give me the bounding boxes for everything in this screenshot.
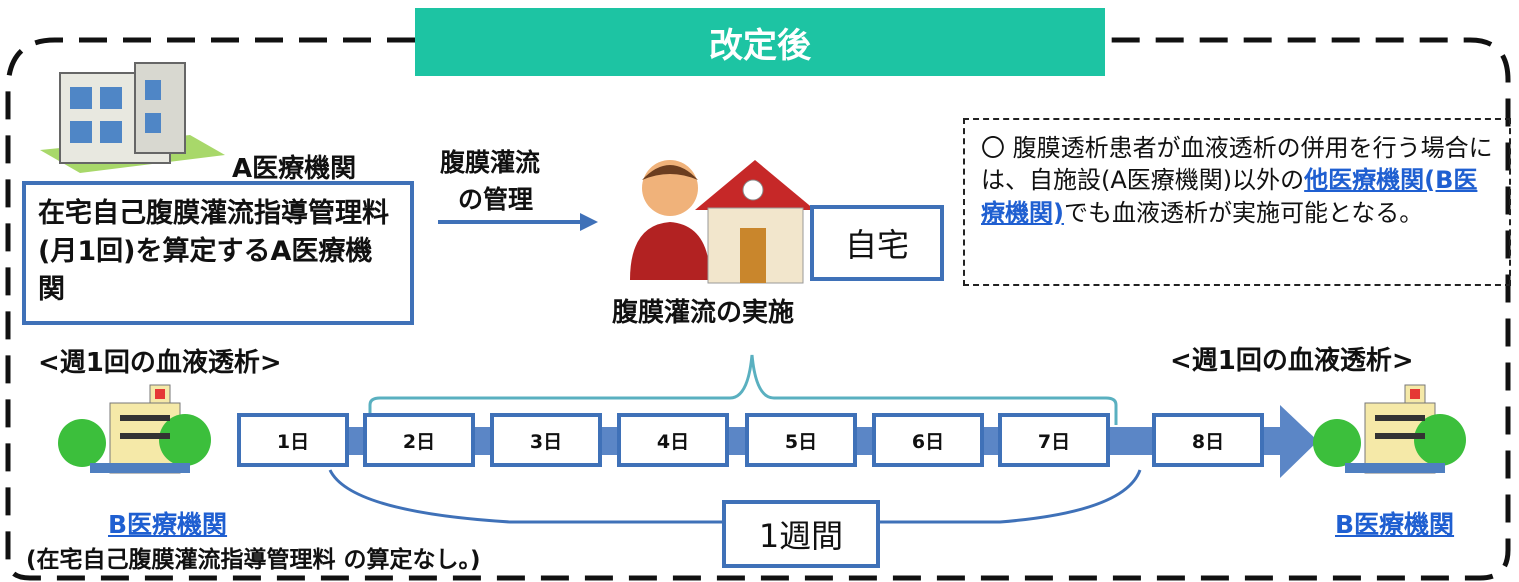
facility-b-left-link[interactable]: B医療機関 (108, 510, 228, 539)
day-6: 6日 (872, 413, 984, 467)
timeline-arrowhead (1280, 405, 1318, 478)
hospital-b-left-icon (58, 384, 211, 474)
hospital-a-icon (40, 62, 225, 173)
weekly-label-right: <週1回の血液透析> (1170, 346, 1414, 376)
day-1: 1日 (237, 413, 349, 467)
home-caption: 腹膜灌流の実施 (612, 298, 795, 328)
home-label-box: 自宅 (810, 205, 944, 281)
week-arc (328, 469, 1142, 524)
arrow-label-bottom: の管理 (458, 185, 534, 214)
note-highlight[interactable]: 他医療機関(B医療機関) (981, 166, 1478, 227)
page-title: 改定後 (415, 8, 1105, 76)
day-3: 3日 (490, 413, 602, 467)
day-4: 4日 (617, 413, 729, 467)
note-bullet: 〇 (981, 134, 1005, 162)
day-5: 5日 (745, 413, 857, 467)
note-text-before: 腹膜透析患者が血液透析の併用を行う場合には、自施設(A医療機関)以外の (981, 134, 1493, 195)
facility-b-right-link[interactable]: B医療機関 (1335, 510, 1455, 539)
person-home-icon (630, 160, 815, 284)
day-7: 7日 (998, 413, 1110, 467)
day-8: 8日 (1152, 413, 1264, 467)
day-2: 2日 (363, 413, 475, 467)
note-box: 〇 腹膜透析患者が血液透析の併用を行う場合には、自施設(A医療機関)以外の他医療… (963, 118, 1511, 286)
facility-a-label: A医療機関 (232, 154, 357, 184)
facility-a-box: 在宅自己腹膜灌流指導管理料(月1回)を算定するA医療機関 (22, 181, 414, 325)
arrow-label-top: 腹膜灌流 (440, 148, 541, 177)
weekly-label-left: <週1回の血液透析> (38, 348, 282, 378)
hospital-b-right-icon (1313, 384, 1466, 474)
footnote: (在宅自己腹膜灌流指導管理料 の算定なし。) (26, 547, 481, 573)
note-text-after: でも血液透析が実施可能となる。 (1063, 198, 1424, 227)
week-label-box: 1週間 (722, 500, 880, 568)
dashed-frame (5, 37, 1511, 581)
management-arrowhead (580, 213, 598, 231)
days-brace (368, 354, 1118, 425)
